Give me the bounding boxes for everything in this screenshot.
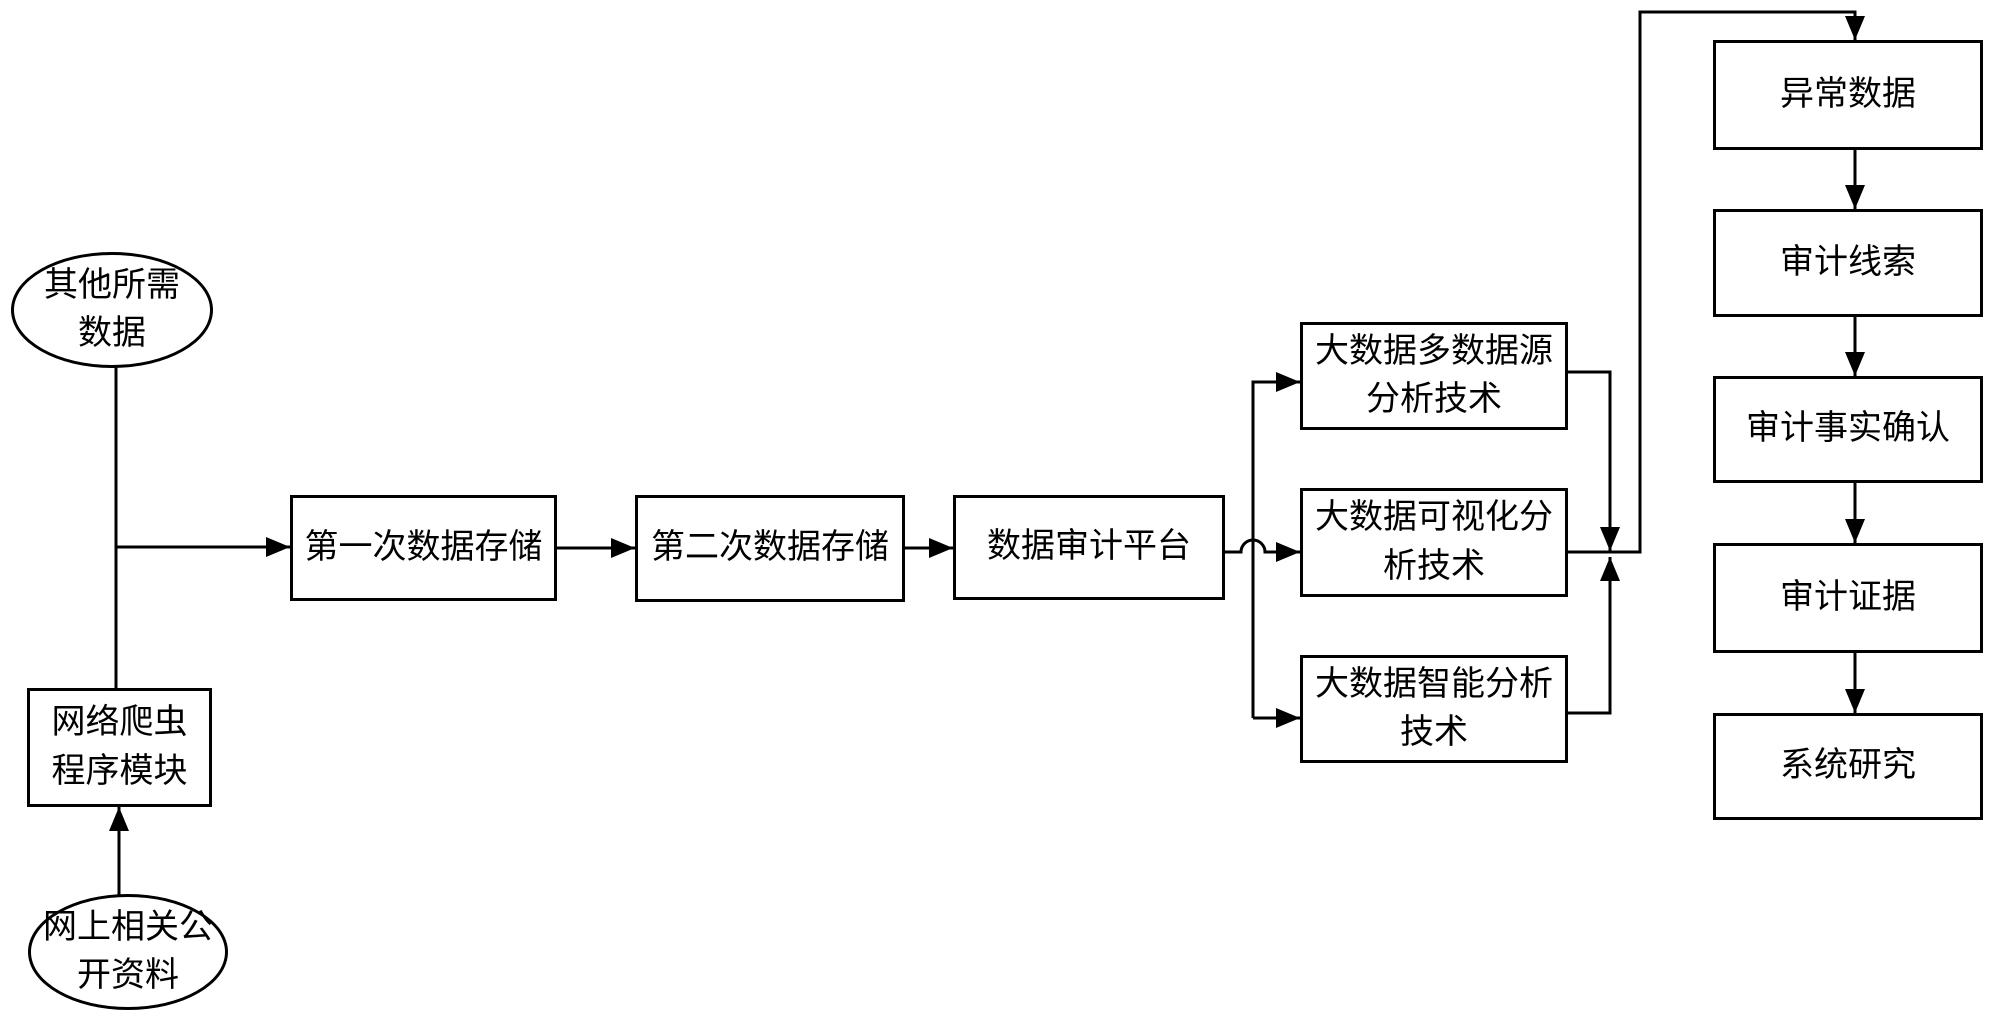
node-audit-fact-confirmation: 审计事实确认 [1713, 376, 1983, 483]
edge-branch-to-tech1 [1251, 372, 1300, 718]
node-second-data-storage: 第二次数据存储 [635, 495, 905, 602]
node-online-public-data: 网上相关公 开资料 [28, 894, 228, 1010]
node-data-audit-platform: 数据审计平台 [953, 495, 1225, 600]
node-multi-source-analysis-tech: 大数据多数据源 分析技术 [1300, 322, 1568, 430]
node-visual-analysis-tech: 大数据可视化分 析技术 [1300, 488, 1568, 597]
node-audit-evidence: 审计证据 [1713, 543, 1983, 653]
node-audit-clues: 审计线索 [1713, 209, 1983, 317]
edge-tech1-to-junction [1568, 370, 1620, 551]
node-intelligent-analysis-tech: 大数据智能分析 技术 [1300, 655, 1568, 763]
node-system-research: 系统研究 [1713, 713, 1983, 820]
edge-tech3-to-junction [1568, 557, 1620, 715]
node-other-required-data: 其他所需 数据 [11, 252, 213, 368]
edge-junction-to-abnormal [1568, 10, 1865, 554]
node-web-crawler-module: 网络爬虫 程序模块 [27, 688, 212, 807]
edge-platform-to-tech2 [1225, 538, 1300, 562]
node-first-data-storage: 第一次数据存储 [290, 495, 557, 601]
node-abnormal-data: 异常数据 [1713, 40, 1983, 150]
